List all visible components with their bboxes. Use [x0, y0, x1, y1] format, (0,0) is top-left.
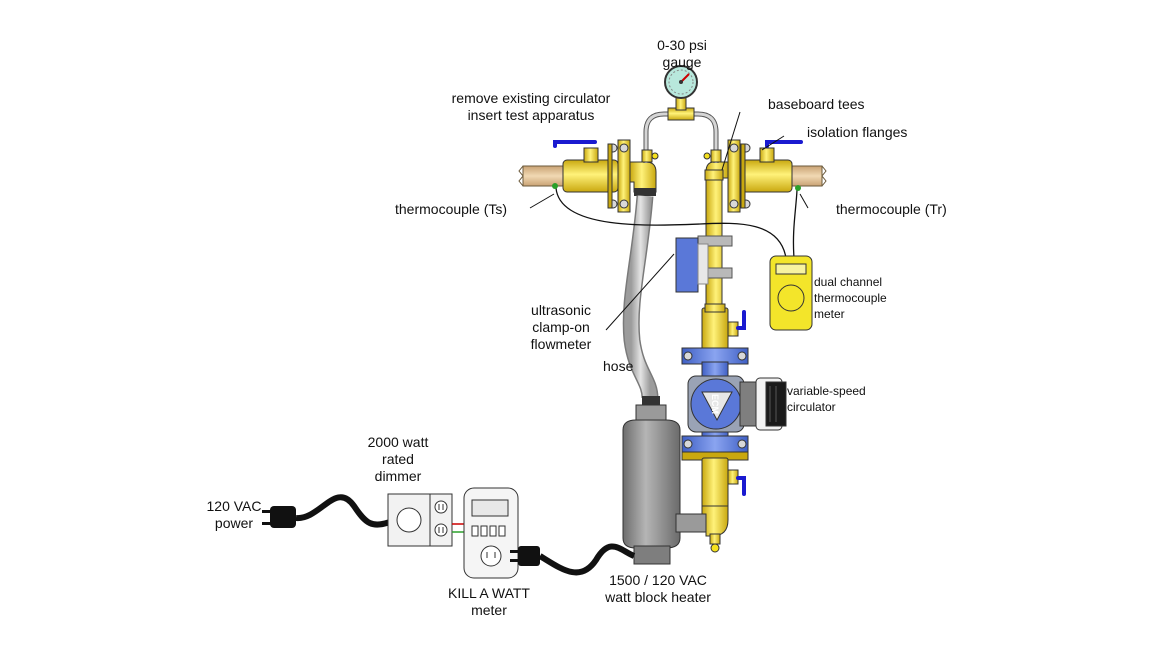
kill-a-watt-meter [463, 487, 519, 579]
label-gauge: 0-30 psi gauge [657, 37, 707, 70]
circulator-column [681, 303, 749, 553]
thermocouple-wire-tr [792, 189, 798, 259]
block-heater [622, 396, 707, 565]
power-plug [262, 506, 296, 528]
label-baseboard-tees: baseboard tees [768, 96, 865, 112]
circulator-badge-text: ECM [710, 394, 720, 414]
heater-cord [538, 543, 636, 576]
ultrasonic-flowmeter [675, 237, 709, 293]
pressure-gauge [664, 65, 698, 99]
label-thermocouple-tr: thermocouple (Tr) [836, 201, 947, 217]
thermocouple-wire-ts [555, 187, 787, 259]
label-kill-a-watt: KILL A WATT meter [448, 585, 530, 618]
label-flowmeter: ultrasonic clamp-on flowmeter [530, 302, 592, 352]
supply-elbow [629, 161, 657, 196]
label-block-heater: 1500 / 120 VAC watt block heater [605, 572, 711, 605]
label-hose: hose [603, 358, 634, 374]
heater-plug [510, 546, 540, 566]
isolation-flange-valve-right [727, 139, 803, 213]
leader-lines [529, 111, 809, 331]
thermocouple-meter [769, 255, 813, 331]
label-thermocouple-ts: thermocouple (Ts) [395, 201, 508, 217]
variable-speed-circulator: ECM [687, 375, 787, 433]
label-power: 120 VAC power [206, 498, 262, 531]
return-tee-pipe [697, 161, 733, 313]
copper-pipe-return [787, 165, 827, 187]
power-cord [295, 494, 391, 528]
label-remove-circulator: remove existing circulator insert test a… [451, 90, 611, 123]
isolation-flange-valve-left [553, 139, 631, 213]
copper-pipe-supply [518, 165, 564, 187]
thermocouple-tr-sensor [795, 185, 801, 191]
thermocouple-ts-sensor [552, 183, 558, 189]
dimmer-switch [387, 493, 466, 547]
pressure-gauge-manifold [641, 95, 722, 163]
label-circulator: variable-speed circulator [787, 384, 866, 414]
label-thermocouple-meter: dual channel thermocouple meter [814, 275, 887, 321]
label-isolation-flanges: isolation flanges [807, 124, 908, 140]
label-dimmer: 2000 watt rated dimmer [367, 434, 429, 484]
